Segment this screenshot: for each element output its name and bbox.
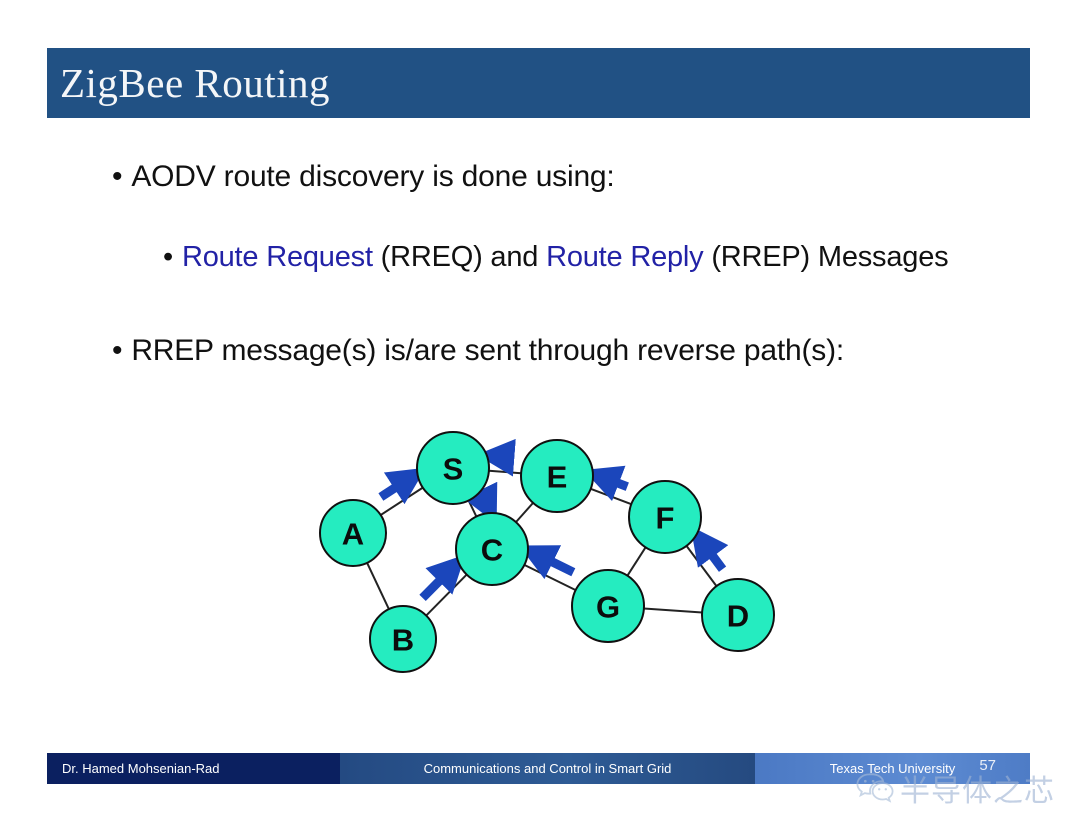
bullet-item-2: •Route Request (RREQ) and Route Reply (R… — [163, 241, 949, 274]
nodes-layer: S E A C F G B D — [319, 431, 775, 673]
bullet-text-1: AODV route discovery is done using: — [131, 160, 615, 193]
node-label-d: D — [727, 599, 749, 634]
route-request-term: Route Request — [181, 241, 373, 273]
edge-c-e — [515, 502, 534, 523]
bullet-text-2-mid: (RREQ) and — [372, 241, 547, 273]
page-number: 57 — [979, 757, 996, 774]
page-title: ZigBee Routing — [60, 60, 331, 106]
edge-g-d — [643, 607, 703, 614]
edge-b-c — [425, 573, 468, 617]
bullet-item-3: •RREP message(s) is/are sent through rev… — [112, 334, 844, 368]
edge-s-e — [488, 469, 522, 475]
node-circle-a[interactable] — [319, 499, 387, 567]
network-diagram: S E A C F G B D — [300, 415, 820, 695]
node-label-e: E — [547, 460, 568, 495]
bullet-marker: • — [112, 334, 123, 367]
node-label-c: C — [481, 533, 503, 568]
arrow-f-to-e — [583, 465, 629, 502]
footer-author: Dr. Hamed Mohsenian-Rad — [47, 753, 340, 784]
node-label-s: S — [443, 452, 464, 487]
arrow-e-to-s — [476, 438, 516, 477]
bullet-marker: • — [163, 241, 173, 273]
node-circle-c[interactable] — [455, 512, 529, 586]
node-label-a: A — [342, 517, 364, 552]
bullet-text-2-end: (RREP) Messages — [703, 241, 949, 273]
node-e[interactable]: E — [520, 439, 594, 513]
node-b[interactable]: B — [369, 605, 437, 673]
node-f[interactable]: F — [628, 480, 702, 554]
node-label-f: F — [656, 501, 675, 536]
node-circle-e[interactable] — [520, 439, 594, 513]
node-d[interactable]: D — [701, 578, 775, 652]
footer-course: Communications and Control in Smart Grid — [340, 753, 755, 784]
arrows-layer — [378, 438, 729, 602]
footer-institution: Texas Tech University — [755, 753, 1030, 784]
edge-a-b — [366, 562, 390, 610]
arrow-d-to-f — [690, 526, 729, 572]
edge-g-f — [626, 546, 647, 577]
edge-e-f — [590, 487, 632, 506]
node-circle-b[interactable] — [369, 605, 437, 673]
node-label-b: B — [392, 623, 414, 658]
edge-s-c — [467, 500, 478, 517]
node-g[interactable]: G — [571, 569, 645, 643]
node-c[interactable]: C — [455, 512, 529, 586]
node-circle-s[interactable] — [416, 431, 490, 505]
bullet-item-1: •AODV route discovery is done using: — [112, 160, 615, 194]
node-circle-f[interactable] — [628, 480, 702, 554]
network-diagram-svg: S E A C F G B D — [319, 431, 775, 673]
title-banner: ZigBee Routing — [47, 48, 1030, 118]
arrow-b-to-c — [419, 554, 466, 602]
footer-bar: Dr. Hamed Mohsenian-Rad Communications a… — [47, 753, 1030, 784]
node-a[interactable]: A — [319, 499, 387, 567]
node-label-g: G — [596, 590, 620, 625]
node-circle-d[interactable] — [701, 578, 775, 652]
bullet-marker: • — [112, 160, 123, 193]
arrow-g-to-c — [518, 545, 576, 580]
node-circle-g[interactable] — [571, 569, 645, 643]
arrow-a-to-s — [378, 467, 426, 505]
bullet-text-3: RREP message(s) is/are sent through reve… — [131, 334, 844, 367]
node-s[interactable]: S — [416, 431, 490, 505]
route-reply-term: Route Reply — [546, 241, 704, 273]
arrow-c-to-s — [463, 481, 498, 525]
